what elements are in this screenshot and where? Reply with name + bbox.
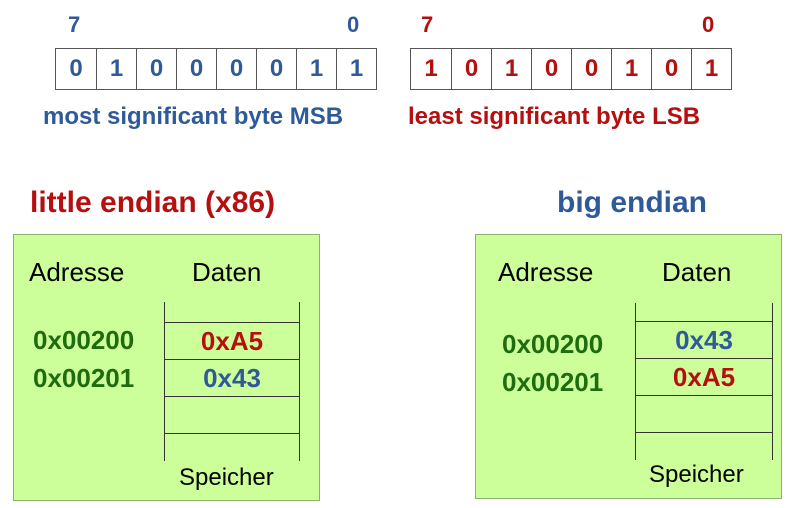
lsb-high-bit-index: 7 bbox=[421, 12, 434, 37]
msb-caption: most significant byte MSB bbox=[43, 103, 344, 130]
lsb-bit: 0 bbox=[571, 49, 611, 89]
lsb-bit: 1 bbox=[491, 49, 531, 89]
little-endian-title: little endian (x86) bbox=[30, 186, 276, 219]
lsb-low-bit-index: 0 bbox=[702, 12, 715, 37]
address-header: Adresse bbox=[29, 257, 125, 287]
big-endian-panel: Adresse Daten 0x00200 0x00201 0x43 0xA5 … bbox=[475, 234, 782, 499]
msb-bit: 1 bbox=[96, 49, 136, 89]
msb-bit: 0 bbox=[69, 55, 83, 82]
msb-bit: 0 bbox=[256, 49, 296, 89]
lsb-bit: 0 bbox=[451, 49, 491, 89]
memory-cell: 0x43 bbox=[164, 359, 300, 397]
little-endian-panel: Adresse Daten 0x00200 0x00201 0xA5 0x43 … bbox=[13, 234, 320, 501]
memory-cell-empty bbox=[164, 396, 300, 434]
address-label: 0x00201 bbox=[502, 367, 604, 397]
msb-bit: 1 bbox=[336, 49, 376, 89]
address-label: 0x00200 bbox=[502, 329, 604, 359]
lsb-caption: least significant byte LSB bbox=[408, 103, 701, 130]
memory-label: Speicher bbox=[179, 464, 274, 491]
memory-block: 0x43 0xA5 bbox=[635, 303, 773, 460]
memory-block: 0xA5 0x43 bbox=[164, 302, 300, 461]
lsb-bit: 0 bbox=[651, 49, 691, 89]
big-endian-title: big endian bbox=[557, 186, 707, 219]
address-label: 0x00201 bbox=[33, 363, 135, 393]
lsb-bit: 1 bbox=[691, 49, 731, 89]
memory-cell: 0x43 bbox=[635, 321, 773, 359]
address-header: Adresse bbox=[498, 257, 594, 287]
address-label: 0x00200 bbox=[33, 325, 135, 355]
data-header: Daten bbox=[192, 257, 262, 287]
msb-bit-row: 0 1 0 0 0 0 1 1 bbox=[55, 48, 377, 90]
msb-high-bit-index: 7 bbox=[68, 12, 81, 37]
lsb-bit: 1 bbox=[424, 55, 438, 82]
memory-cell: 0xA5 bbox=[635, 358, 773, 396]
msb-bit: 0 bbox=[136, 49, 176, 89]
lsb-bit: 0 bbox=[531, 49, 571, 89]
memory-cell-empty bbox=[635, 395, 773, 433]
msb-bit: 1 bbox=[296, 49, 336, 89]
memory-cell: 0xA5 bbox=[164, 322, 300, 360]
lsb-bit-row: 1 0 1 0 0 1 0 1 bbox=[410, 48, 732, 90]
msb-bit: 0 bbox=[216, 49, 256, 89]
memory-label: Speicher bbox=[649, 461, 744, 488]
msb-low-bit-index: 0 bbox=[347, 12, 360, 37]
data-header: Daten bbox=[662, 257, 732, 287]
lsb-bit: 1 bbox=[611, 49, 651, 89]
msb-bit: 0 bbox=[176, 49, 216, 89]
